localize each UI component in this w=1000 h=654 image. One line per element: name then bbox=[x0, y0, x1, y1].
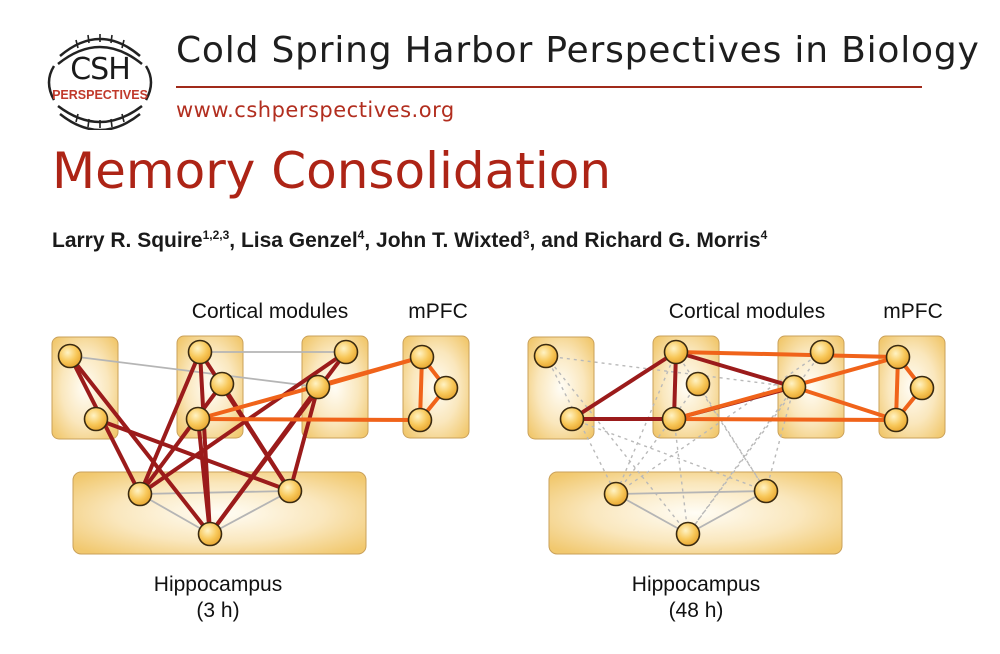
neuron-nodes bbox=[533, 339, 935, 547]
author-list: Larry R. Squire1,2,3, Lisa Genzel4, John… bbox=[52, 228, 767, 253]
author-affiliation: 3 bbox=[522, 228, 530, 242]
logo-subtext: PERSPECTIVES bbox=[52, 88, 148, 102]
neuron-node bbox=[883, 407, 909, 433]
hippocampal-links bbox=[68, 350, 348, 536]
neuron-node bbox=[277, 478, 303, 504]
neuron-node bbox=[209, 371, 235, 397]
neuron-node bbox=[433, 375, 459, 401]
author-affiliation: 4 bbox=[357, 228, 365, 242]
author-affiliation: 1,2,3 bbox=[202, 228, 230, 242]
neuron-node bbox=[909, 375, 935, 401]
journal-name: Cold Spring Harbor Perspectives in Biolo… bbox=[176, 30, 980, 71]
author-name: Larry R. Squire bbox=[52, 229, 203, 252]
author-name: John T. Wixted bbox=[376, 229, 523, 252]
neuron-node bbox=[885, 344, 911, 370]
neuron-nodes bbox=[57, 339, 459, 547]
cortical-modules-label: Cortical modules bbox=[192, 300, 348, 323]
author-name: Lisa Genzel bbox=[240, 229, 358, 252]
author-separator: , bbox=[364, 229, 377, 252]
header-divider bbox=[176, 86, 922, 88]
neuron-node bbox=[197, 521, 223, 547]
neuron-node bbox=[409, 344, 435, 370]
neuron-node bbox=[407, 407, 433, 433]
neuron-node bbox=[333, 339, 359, 365]
weak-links bbox=[615, 490, 767, 535]
author-name: Richard G. Morris bbox=[584, 229, 761, 252]
neuron-node bbox=[305, 374, 331, 400]
author-separator: , bbox=[229, 229, 241, 252]
hippocampus-label: Hippocampus bbox=[154, 573, 282, 596]
csh-logo: CSH PERSPECTIVES bbox=[40, 26, 160, 132]
time-label: (48 h) bbox=[669, 599, 724, 622]
page-title: Memory Consolidation bbox=[52, 142, 612, 200]
neuron-node bbox=[753, 478, 779, 504]
mpfc-label: mPFC bbox=[883, 300, 943, 323]
panel-48h: Cortical modules mPFC bbox=[527, 300, 946, 622]
neuron-node bbox=[661, 406, 687, 432]
neuron-node bbox=[83, 406, 109, 432]
neuron-node bbox=[603, 481, 629, 507]
neuron-node bbox=[187, 339, 213, 365]
author-affiliation: 4 bbox=[760, 228, 768, 242]
hippocampus-label: Hippocampus bbox=[632, 573, 760, 596]
neuron-node bbox=[809, 339, 835, 365]
neuron-node bbox=[559, 406, 585, 432]
header: CSH PERSPECTIVES Cold Spring Harbor Pers… bbox=[0, 0, 1000, 140]
neuron-node bbox=[675, 521, 701, 547]
neuron-node bbox=[781, 374, 807, 400]
cortical-modules-label: Cortical modules bbox=[669, 300, 825, 323]
logo-text: CSH bbox=[70, 52, 131, 87]
neuron-node bbox=[663, 339, 689, 365]
neuron-node bbox=[127, 481, 153, 507]
panel-3h: Cortical modules mPFC bbox=[51, 300, 470, 622]
weak-links bbox=[69, 351, 346, 535]
dna-helix-icon bbox=[47, 34, 153, 132]
neuron-node bbox=[533, 343, 559, 369]
neuron-node bbox=[57, 343, 83, 369]
journal-url-link[interactable]: www.cshperspectives.org bbox=[176, 98, 455, 122]
time-label: (3 h) bbox=[196, 599, 239, 622]
author-separator: , and bbox=[529, 229, 585, 252]
neuron-node bbox=[685, 371, 711, 397]
mpfc-label: mPFC bbox=[408, 300, 468, 323]
neuron-node bbox=[185, 406, 211, 432]
